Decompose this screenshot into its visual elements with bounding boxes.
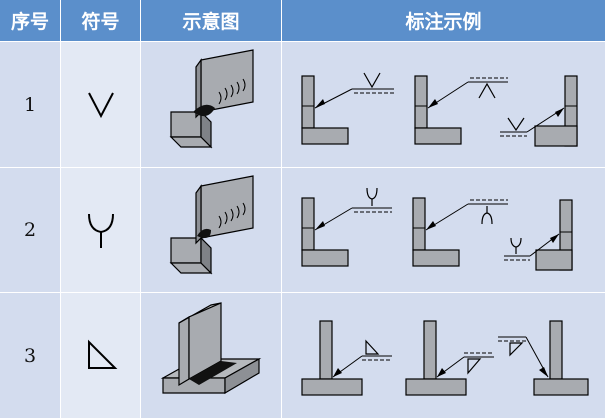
- fillet-weld-annotation-examples: [301, 320, 589, 396]
- row-1-example-cell: [282, 42, 605, 167]
- row-2-symbol-cell: [61, 168, 140, 292]
- row-1-diagram-cell: [141, 42, 281, 167]
- row-2-diagram-cell: [141, 168, 281, 292]
- v-groove-weld-diagram: [169, 49, 254, 149]
- row-1-number: 1: [23, 93, 37, 116]
- row-3-symbol-cell: [61, 293, 140, 418]
- row-3-no-cell: 3: [0, 293, 60, 418]
- y-groove-weld-symbol-icon: [87, 213, 114, 248]
- row-3-number: 3: [23, 344, 37, 367]
- row-1-no-cell: 1: [0, 42, 60, 167]
- header-no: 序号: [0, 0, 60, 41]
- row-3-diagram-cell: [141, 293, 281, 418]
- header-example: 标注示例: [282, 0, 605, 41]
- fillet-weld-diagram: [160, 302, 262, 395]
- row-2-example-cell: [282, 168, 605, 292]
- row-1-symbol-cell: [61, 42, 140, 167]
- header-symbol: 符号: [61, 0, 140, 41]
- y-groove-weld-diagram: [169, 175, 254, 275]
- fillet-weld-symbol-icon: [87, 339, 117, 369]
- header-diagram: 示意图: [141, 0, 281, 41]
- row-2-no-cell: 2: [0, 168, 60, 292]
- v-groove-weld-annotation-examples: [301, 72, 578, 147]
- y-groove-weld-annotation-examples: [301, 187, 573, 271]
- row-3-example-cell: [282, 293, 605, 418]
- v-groove-weld-symbol-icon: [87, 92, 114, 118]
- row-2-number: 2: [23, 219, 37, 241]
